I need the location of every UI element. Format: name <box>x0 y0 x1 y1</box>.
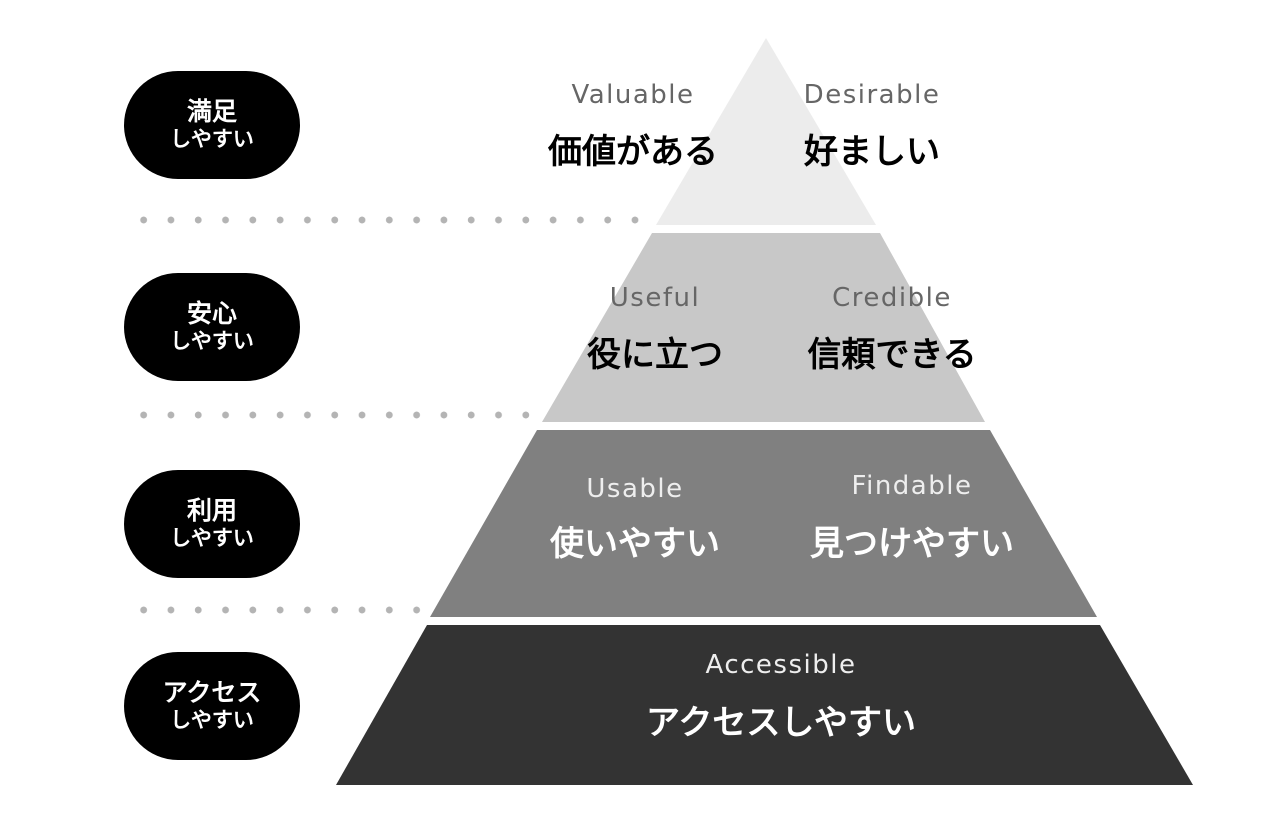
label-jp-accessible: アクセスしやすい <box>646 703 916 743</box>
label-en-findable: Findable <box>851 471 973 501</box>
pill-title: 利用 <box>186 496 237 526</box>
pill-title: 安心 <box>186 299 237 329</box>
label-en-useful: Useful <box>609 283 701 313</box>
label-en-valuable: Valuable <box>571 80 695 110</box>
level-pill-usage: 利用 しやすい <box>124 470 300 578</box>
pyramid-tier-3 <box>430 430 1097 617</box>
level-pill-security: 安心 しやすい <box>124 273 300 381</box>
pill-subtitle: しやすい <box>170 526 254 551</box>
level-pill-satisfaction: 満足 しやすい <box>124 71 300 179</box>
label-jp-findable: 見つけやすい <box>810 524 1014 564</box>
label-en-usable: Usable <box>586 474 684 504</box>
label-jp-usable: 使いやすい <box>550 524 720 564</box>
label-en-desirable: Desirable <box>803 80 941 110</box>
label-jp-credible: 信頼できる <box>807 335 977 375</box>
label-jp-desirable: 好ましい <box>804 132 940 172</box>
pill-subtitle: しやすい <box>170 708 254 733</box>
label-en-accessible: Accessible <box>705 650 857 680</box>
pill-title: アクセス <box>162 678 262 708</box>
label-jp-valuable: 価値がある <box>548 132 718 172</box>
dotted-divider-3 <box>130 606 424 614</box>
label-jp-useful: 役に立つ <box>587 335 723 375</box>
level-pill-access: アクセス しやすい <box>124 652 300 760</box>
dotted-divider-1 <box>130 216 642 224</box>
pill-subtitle: しやすい <box>170 127 254 152</box>
pyramid-tier-4 <box>336 625 1193 785</box>
pill-title: 満足 <box>186 97 237 127</box>
pill-subtitle: しやすい <box>170 329 254 354</box>
label-en-credible: Credible <box>832 283 952 313</box>
pyramid-tier-2 <box>542 233 985 422</box>
pyramid-tier-1 <box>656 38 876 225</box>
dotted-divider-2 <box>130 411 533 419</box>
